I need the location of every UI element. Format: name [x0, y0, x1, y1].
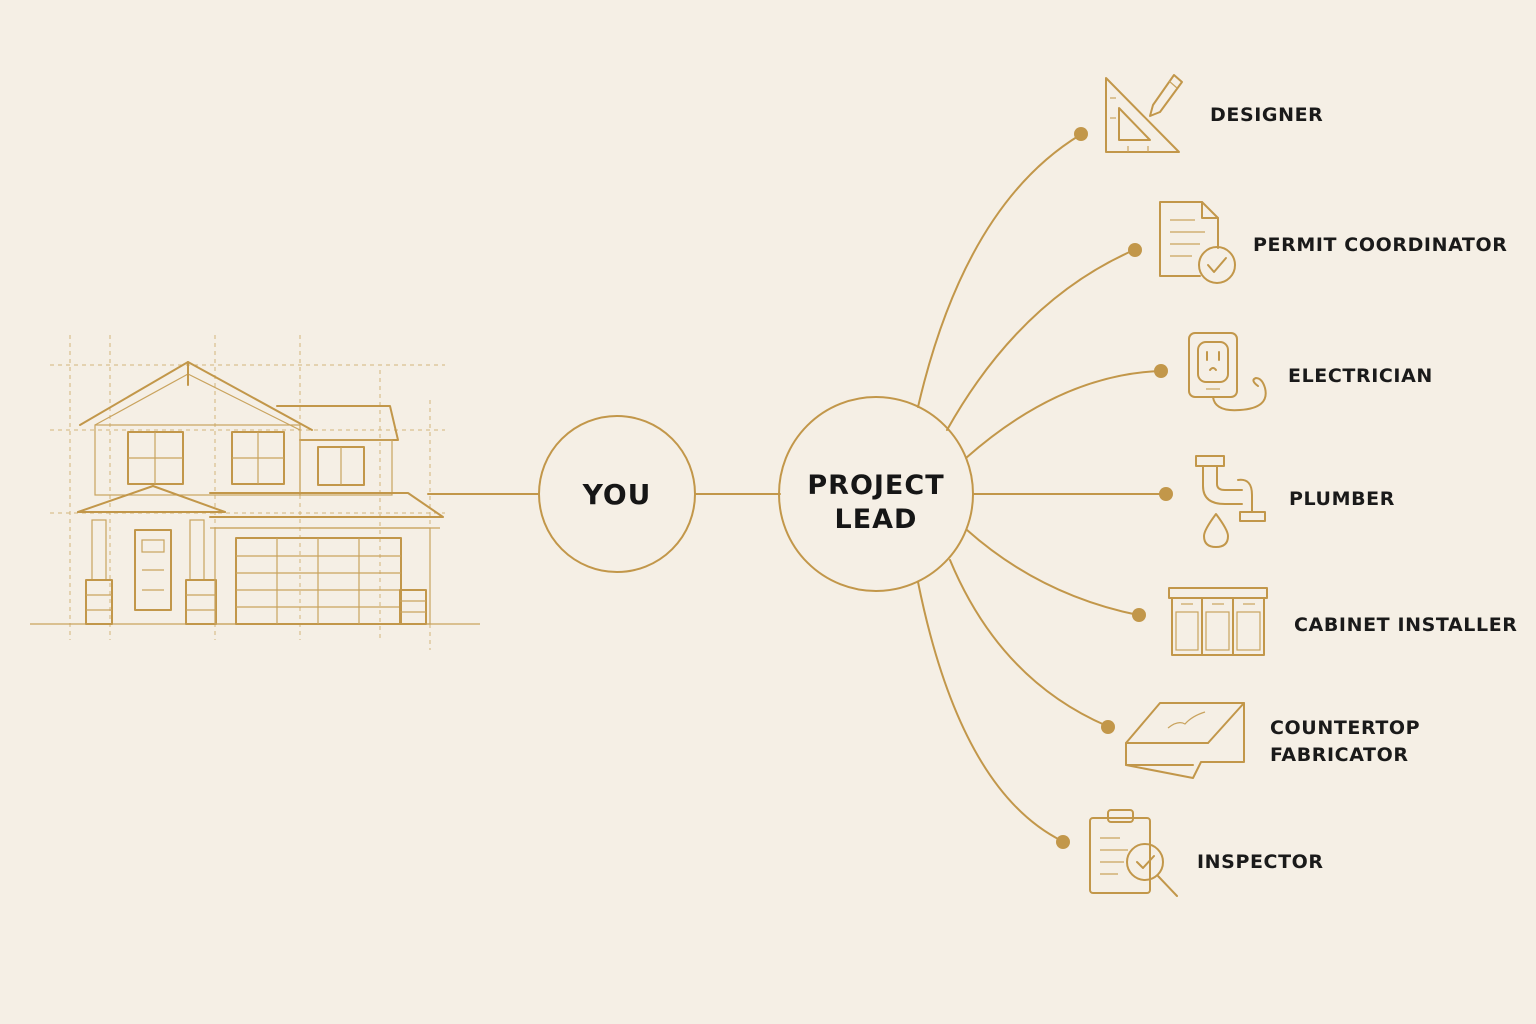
dot-electrician	[1154, 364, 1168, 378]
outlet-icon	[1188, 332, 1267, 412]
dot-cabinet	[1132, 608, 1146, 622]
dot-designer	[1074, 127, 1088, 141]
project-lead-label-line1: PROJECT	[807, 470, 944, 501]
branch-permit	[946, 249, 1135, 431]
project-lead-label-line2: LEAD	[835, 504, 918, 535]
branch-countertop	[949, 559, 1108, 727]
label-inspector: INSPECTOR	[1197, 851, 1324, 873]
countertop-slab-icon	[1125, 702, 1245, 779]
dot-plumber	[1159, 487, 1173, 501]
you-node: YOU	[538, 415, 696, 573]
branch-dots	[1056, 127, 1173, 849]
triangle-ruler-pencil-icon	[1105, 74, 1183, 153]
project-lead-node: PROJECT LEAD	[778, 396, 974, 592]
role-labels: DESIGNER PERMIT COORDINATOR ELECTRICIAN …	[1197, 104, 1518, 873]
cabinet-icon	[1168, 587, 1268, 656]
document-check-icon	[1159, 201, 1236, 284]
label-plumber: PLUMBER	[1289, 488, 1395, 510]
label-countertop-line2: FABRICATOR	[1270, 744, 1409, 766]
dot-inspector	[1056, 835, 1070, 849]
branch-inspector	[917, 581, 1063, 842]
dot-countertop	[1101, 720, 1115, 734]
branch-connectors	[917, 134, 1166, 842]
label-electrician: ELECTRICIAN	[1288, 365, 1433, 387]
branch-designer	[917, 134, 1081, 408]
house-blueprint-icon	[30, 335, 480, 650]
branch-electrician	[965, 370, 1161, 459]
label-permit-coordinator: PERMIT COORDINATOR	[1253, 234, 1507, 256]
branch-cabinet	[966, 529, 1139, 616]
you-label: YOU	[582, 478, 652, 511]
label-countertop-line1: COUNTERTOP	[1270, 717, 1420, 739]
label-cabinet-installer: CABINET INSTALLER	[1294, 614, 1518, 636]
pipe-drop-icon	[1195, 455, 1266, 548]
clipboard-magnifier-icon	[1089, 809, 1178, 897]
dot-permit	[1128, 243, 1142, 257]
label-designer: DESIGNER	[1210, 104, 1323, 126]
